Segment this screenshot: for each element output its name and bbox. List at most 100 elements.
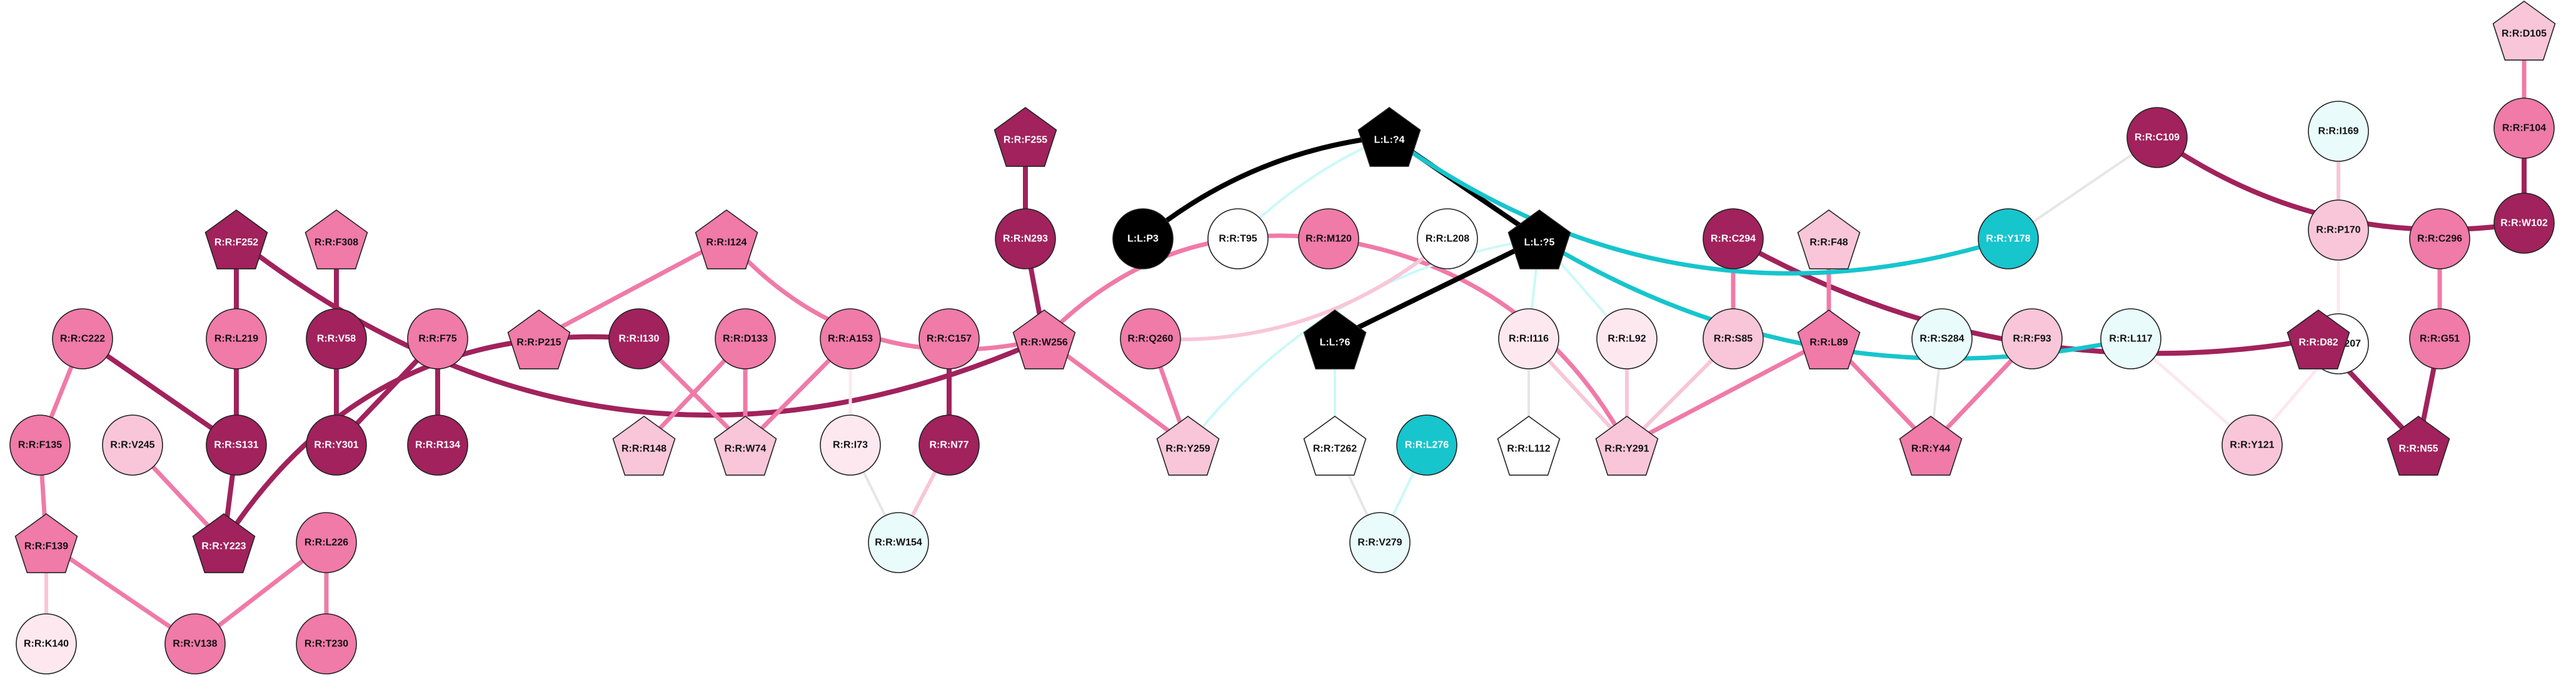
node-r-r-n293[interactable]: R:R:N293 (995, 208, 1056, 269)
circle-node-shape (306, 414, 367, 476)
node-r-r-n77[interactable]: R:R:N77 (918, 414, 980, 476)
node-r-r-s284[interactable]: R:R:S284 (1911, 308, 1973, 369)
pentagon-node-shape (1507, 209, 1571, 269)
pentagon-node-shape (1797, 209, 1861, 269)
node-l-l-p3[interactable]: L:L:P3 (1112, 208, 1174, 269)
node-r-r-y121[interactable]: R:R:Y121 (2221, 414, 2283, 476)
circle-node-shape (918, 414, 980, 476)
node-l-l-4[interactable]: L:L:?4 (1357, 107, 1421, 167)
node-r-r-q260[interactable]: R:R:Q260 (1120, 308, 1181, 369)
node-r-r-v138[interactable]: R:R:V138 (164, 613, 226, 674)
node-r-r-w74[interactable]: R:R:W74 (713, 416, 777, 476)
node-l-l-5[interactable]: L:L:?5 (1507, 209, 1571, 269)
node-r-r-p170[interactable]: R:R:P170 (2308, 199, 2369, 261)
node-label: R:R:F104 (2502, 123, 2546, 134)
node-r-r-c294[interactable]: R:R:C294 (1703, 208, 1764, 269)
node-r-r-i116[interactable]: R:R:I116 (1498, 308, 1559, 369)
node-r-r-f255[interactable]: R:R:F255 (994, 107, 1057, 167)
node-r-r-y223[interactable]: R:R:Y223 (192, 513, 256, 573)
node-label: R:R:C109 (2135, 133, 2180, 143)
node-r-r-i169[interactable]: R:R:I169 (2308, 101, 2369, 162)
node-label: L:L:?4 (1374, 135, 1405, 146)
node-r-r-w154[interactable]: R:R:W154 (868, 512, 929, 573)
edge-m120-y291 (1326, 236, 1629, 448)
node-r-r-s131[interactable]: R:R:S131 (206, 414, 267, 476)
node-r-r-d82[interactable]: R:R:D82 (2287, 309, 2350, 369)
node-r-r-w256[interactable]: R:R:W256 (1012, 309, 1076, 369)
node-r-r-f48[interactable]: R:R:F48 (1797, 209, 1861, 269)
node-r-r-f104[interactable]: R:R:F104 (2493, 98, 2555, 159)
node-l-l-6[interactable]: L:L:?6 (1303, 309, 1367, 369)
pentagon-node-shape (192, 513, 256, 573)
node-r-r-r148[interactable]: R:R:R148 (612, 416, 676, 476)
node-r-r-d133[interactable]: R:R:D133 (715, 308, 776, 369)
node-r-r-i130[interactable]: R:R:I130 (608, 308, 670, 369)
node-r-r-t230[interactable]: R:R:T230 (296, 613, 357, 674)
node-r-r-f135[interactable]: R:R:F135 (9, 414, 71, 476)
node-r-r-r134[interactable]: R:R:R134 (407, 414, 468, 476)
node-label: R:R:P170 (2316, 225, 2360, 236)
node-r-r-l89[interactable]: R:R:L89 (1797, 309, 1861, 369)
node-r-r-v245[interactable]: R:R:V245 (102, 414, 163, 476)
node-label: R:R:L89 (1809, 338, 1848, 348)
circle-node-shape (1298, 208, 1359, 269)
pentagon-node-shape (2387, 416, 2450, 476)
node-r-r-g51[interactable]: R:R:G51 (2409, 308, 2470, 369)
node-r-r-y178[interactable]: R:R:Y178 (1978, 208, 2039, 269)
node-label: R:R:N293 (1003, 234, 1048, 244)
node-r-r-f252[interactable]: R:R:F252 (204, 209, 268, 269)
node-label: R:R:T262 (1313, 444, 1357, 454)
node-label: R:R:L219 (214, 334, 258, 344)
circle-node-shape (2493, 98, 2555, 159)
node-r-r-a153[interactable]: R:R:A153 (820, 308, 881, 369)
node-r-r-f93[interactable]: R:R:F93 (2001, 308, 2063, 369)
node-r-r-v58[interactable]: R:R:V58 (306, 308, 367, 369)
node-label: R:R:L208 (1426, 234, 1469, 244)
node-r-r-i124[interactable]: R:R:I124 (695, 209, 758, 269)
node-r-r-y301[interactable]: R:R:Y301 (306, 414, 367, 476)
node-r-r-y291[interactable]: R:R:Y291 (1595, 416, 1659, 476)
node-label: R:R:I73 (833, 440, 868, 451)
node-label: R:R:F93 (2013, 334, 2051, 344)
node-r-r-v279[interactable]: R:R:V279 (1349, 512, 1411, 573)
node-r-r-s85[interactable]: R:R:S85 (1703, 308, 1764, 369)
node-r-r-l276[interactable]: R:R:L276 (1396, 414, 1457, 476)
node-r-r-l208[interactable]: R:R:L208 (1417, 208, 1478, 269)
node-r-r-w102[interactable]: R:R:W102 (2493, 193, 2555, 254)
node-r-r-p215[interactable]: R:R:P215 (507, 309, 571, 369)
node-r-r-c222[interactable]: R:R:C222 (52, 308, 113, 369)
circle-node-shape (820, 414, 881, 476)
node-label: R:R:F255 (1004, 135, 1047, 146)
node-r-r-l92[interactable]: R:R:L92 (1596, 308, 1658, 369)
node-r-r-k140[interactable]: R:R:K140 (16, 613, 77, 674)
node-r-r-d105[interactable]: R:R:D105 (2492, 1, 2556, 61)
node-r-r-t262[interactable]: R:R:T262 (1303, 416, 1367, 476)
node-r-r-m120[interactable]: R:R:M120 (1298, 208, 1359, 269)
node-r-r-c296[interactable]: R:R:C296 (2409, 208, 2470, 269)
node-r-r-c157[interactable]: R:R:C157 (918, 308, 980, 369)
node-r-r-f139[interactable]: R:R:F139 (14, 513, 78, 573)
node-label: R:R:Q260 (1128, 334, 1174, 344)
node-r-r-l219[interactable]: R:R:L219 (206, 308, 267, 369)
node-label: R:R:D82 (2298, 338, 2338, 348)
pentagon-node-shape (2287, 309, 2350, 369)
node-r-r-l112[interactable]: R:R:L112 (1497, 416, 1561, 476)
circle-node-shape (868, 512, 929, 573)
node-r-r-y259[interactable]: R:R:Y259 (1156, 416, 1220, 476)
node-label: R:R:W102 (2500, 218, 2548, 229)
node-r-r-t95[interactable]: R:R:T95 (1207, 208, 1269, 269)
node-r-r-i73[interactable]: R:R:I73 (820, 414, 881, 476)
node-label: R:R:F48 (1809, 238, 1848, 248)
circle-node-shape (1596, 308, 1658, 369)
node-r-r-f308[interactable]: R:R:F308 (304, 209, 368, 269)
pentagon-node-shape (1797, 309, 1861, 369)
node-r-r-l226[interactable]: R:R:L226 (296, 512, 357, 573)
node-r-r-c109[interactable]: R:R:C109 (2126, 107, 2188, 168)
node-r-r-y44[interactable]: R:R:Y44 (1899, 416, 1963, 476)
node-r-r-f75[interactable]: R:R:F75 (407, 308, 468, 369)
node-r-r-l117[interactable]: R:R:L117 (2100, 308, 2161, 369)
edge-l89-y291 (1624, 336, 1831, 448)
node-r-r-n55[interactable]: R:R:N55 (2387, 416, 2450, 476)
node-label: R:R:I169 (2318, 126, 2359, 137)
node-label: R:R:Y223 (201, 541, 246, 552)
